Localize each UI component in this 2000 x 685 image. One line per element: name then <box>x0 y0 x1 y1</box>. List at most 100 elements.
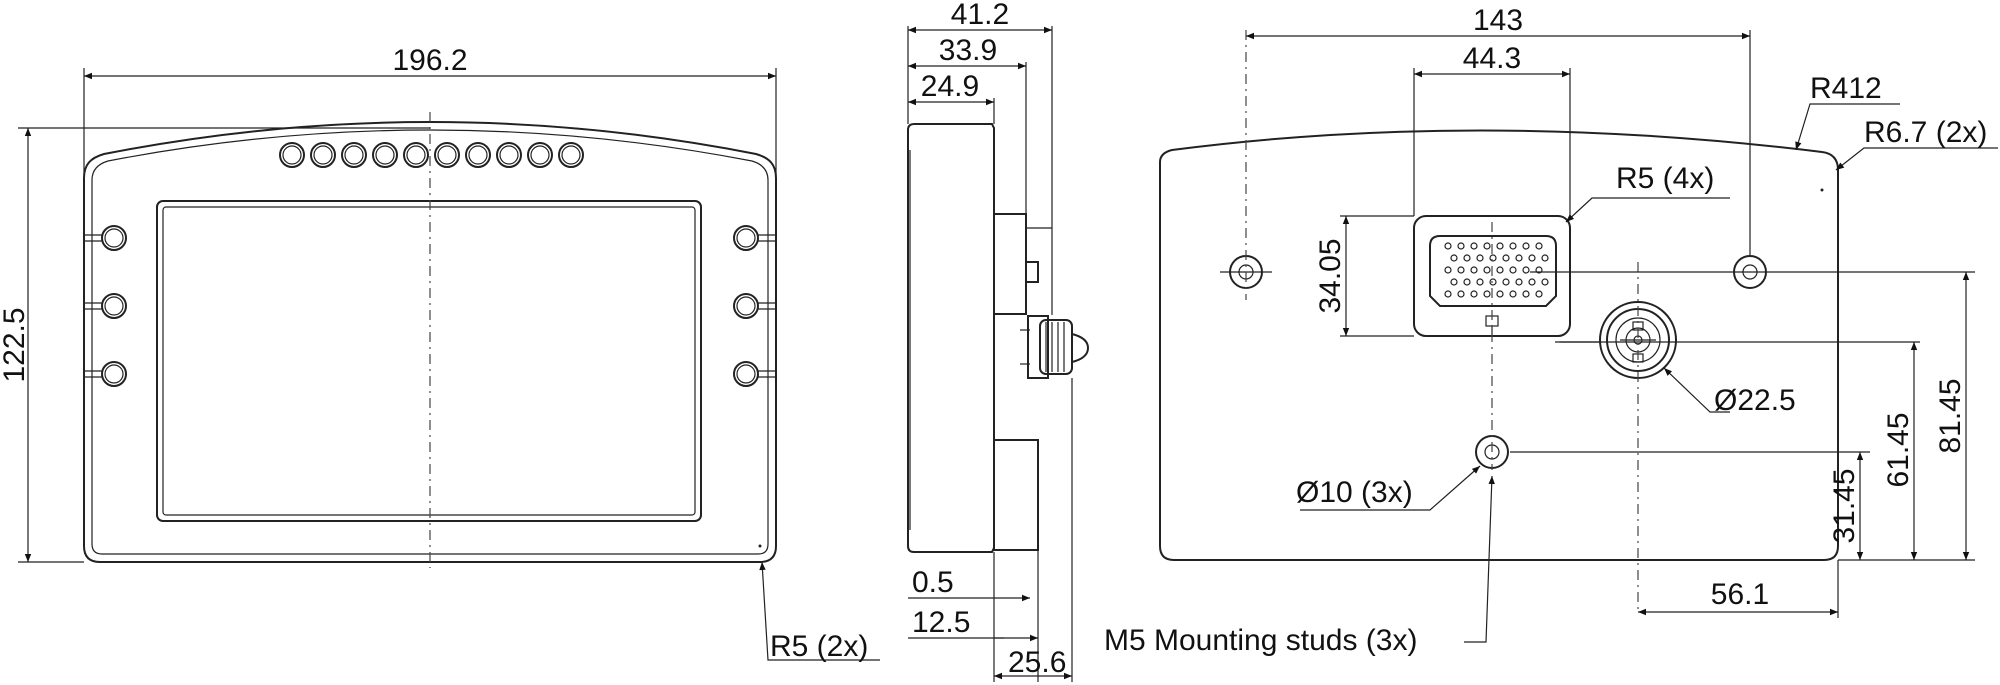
connector-pin <box>1509 290 1517 298</box>
rear-top-radius-label: R412 <box>1810 72 1882 105</box>
connector-pin <box>1496 290 1504 298</box>
connector-pin <box>1509 242 1517 250</box>
connector-pin <box>1450 278 1458 286</box>
rear-conn-height-label: 34.05 <box>1314 238 1347 313</box>
connector-pin <box>1496 242 1504 250</box>
shift-led-row <box>279 142 584 168</box>
connector-pin <box>1541 278 1549 286</box>
connector-pin <box>1457 266 1465 274</box>
connector-pin <box>1457 290 1465 298</box>
side-body <box>907 123 995 553</box>
side-bracket-tab <box>1025 261 1039 283</box>
front-corner-dot <box>758 544 762 548</box>
connector-pin <box>1470 242 1478 250</box>
front-height-label: 122.5 <box>0 307 31 382</box>
connector-pin <box>1515 278 1523 286</box>
side-button-right <box>733 293 776 319</box>
side-connector-plug <box>1020 315 1090 379</box>
rear-corner-dot <box>1820 188 1824 192</box>
front-width-label: 196.2 <box>392 44 467 77</box>
connector-pin <box>1522 242 1530 250</box>
side-button-left <box>84 293 127 319</box>
shift-led <box>496 142 522 168</box>
connector-pin <box>1535 266 1543 274</box>
rear-vdim-1-label: 31.45 <box>1828 468 1861 543</box>
shift-led <box>279 142 305 168</box>
rear-corner-radius-leader <box>1835 147 1998 171</box>
rear-corner-radius-label: R6.7 (2x) <box>1864 116 1987 149</box>
connector-pin <box>1463 254 1471 262</box>
connector-pin <box>1444 266 1452 274</box>
side-body-label: 24.9 <box>921 70 979 103</box>
connector-pin <box>1522 290 1530 298</box>
side-button-right <box>733 225 776 251</box>
connector-pin <box>1489 278 1497 286</box>
rear-conn-radius-label: R5 (4x) <box>1616 162 1714 195</box>
connector-pin <box>1496 266 1504 274</box>
front-body-outline <box>83 121 777 563</box>
rear-hole-leader <box>1300 465 1481 511</box>
rear-top-radius-leader <box>1795 103 1900 151</box>
connector-pin <box>1444 242 1452 250</box>
rear-vdim-3-label: 81.45 <box>1934 378 1967 453</box>
rear-view: 143 44.3 R412 R6.7 (2x) R5 (4x) 34.05 Ø2… <box>1104 4 1998 657</box>
rear-rect-connector <box>1413 215 1571 337</box>
connector-pin <box>1444 290 1452 298</box>
shift-led <box>310 142 336 168</box>
display-screen <box>156 200 702 522</box>
rear-studs-label: M5 Mounting studs (3x) <box>1104 624 1417 657</box>
connector-pin <box>1502 254 1510 262</box>
connector-pin <box>1528 278 1536 286</box>
shift-led <box>434 142 460 168</box>
rear-hdim-connector-label: 56.1 <box>1711 578 1769 611</box>
connector-pin <box>1483 266 1491 274</box>
side-view: 41.2 33.9 24.9 0.5 12.5 25.6 <box>907 0 1090 682</box>
connector-pin <box>1470 290 1478 298</box>
side-mid-label: 33.9 <box>939 34 997 67</box>
connector-pin <box>1528 254 1536 262</box>
shift-led <box>558 142 584 168</box>
side-buttons <box>84 225 776 387</box>
connector-pin <box>1476 278 1484 286</box>
shift-led <box>341 142 367 168</box>
side-mount-plate-lower <box>993 439 1039 551</box>
rear-conn-width-label: 44.3 <box>1463 42 1521 75</box>
front-corner-leader <box>759 561 880 661</box>
shift-led <box>403 142 429 168</box>
side-length-label: 25.6 <box>1008 646 1066 679</box>
front-view: 196.2 122.5 R5 (2x) <box>0 44 880 663</box>
connector-pin <box>1489 254 1497 262</box>
connector-pin <box>1476 254 1484 262</box>
side-small-label: 0.5 <box>912 566 954 599</box>
connector-pin <box>1541 254 1549 262</box>
connector-pin <box>1483 242 1491 250</box>
rear-studs-leader <box>1464 475 1495 643</box>
front-body-inner-outline <box>91 129 769 555</box>
side-total-label: 41.2 <box>951 0 1009 31</box>
shift-led <box>527 142 553 168</box>
rear-round-leader <box>1663 367 1730 413</box>
shift-led <box>465 142 491 168</box>
rear-round-label: Ø22.5 <box>1714 384 1796 417</box>
side-mount-plate <box>993 213 1027 315</box>
side-button-right <box>733 361 776 387</box>
connector-pin <box>1463 278 1471 286</box>
connector-pin <box>1450 254 1458 262</box>
connector-pin <box>1515 254 1523 262</box>
rear-vdim-2-label: 61.45 <box>1882 412 1915 487</box>
connector-pin <box>1535 290 1543 298</box>
connector-pin <box>1535 242 1543 250</box>
shift-led <box>372 142 398 168</box>
connector-pin <box>1470 266 1478 274</box>
side-button-left <box>84 361 127 387</box>
rear-hole-spacing-label: 143 <box>1473 4 1523 37</box>
connector-pin <box>1522 266 1530 274</box>
front-corner-label: R5 (2x) <box>770 630 868 663</box>
connector-pin <box>1509 266 1517 274</box>
connector-pin <box>1502 278 1510 286</box>
rear-body-outline <box>1159 129 1839 561</box>
display-screen-inner <box>162 206 696 516</box>
rear-hole-label: Ø10 (3x) <box>1296 476 1413 509</box>
side-button-left <box>84 225 127 251</box>
